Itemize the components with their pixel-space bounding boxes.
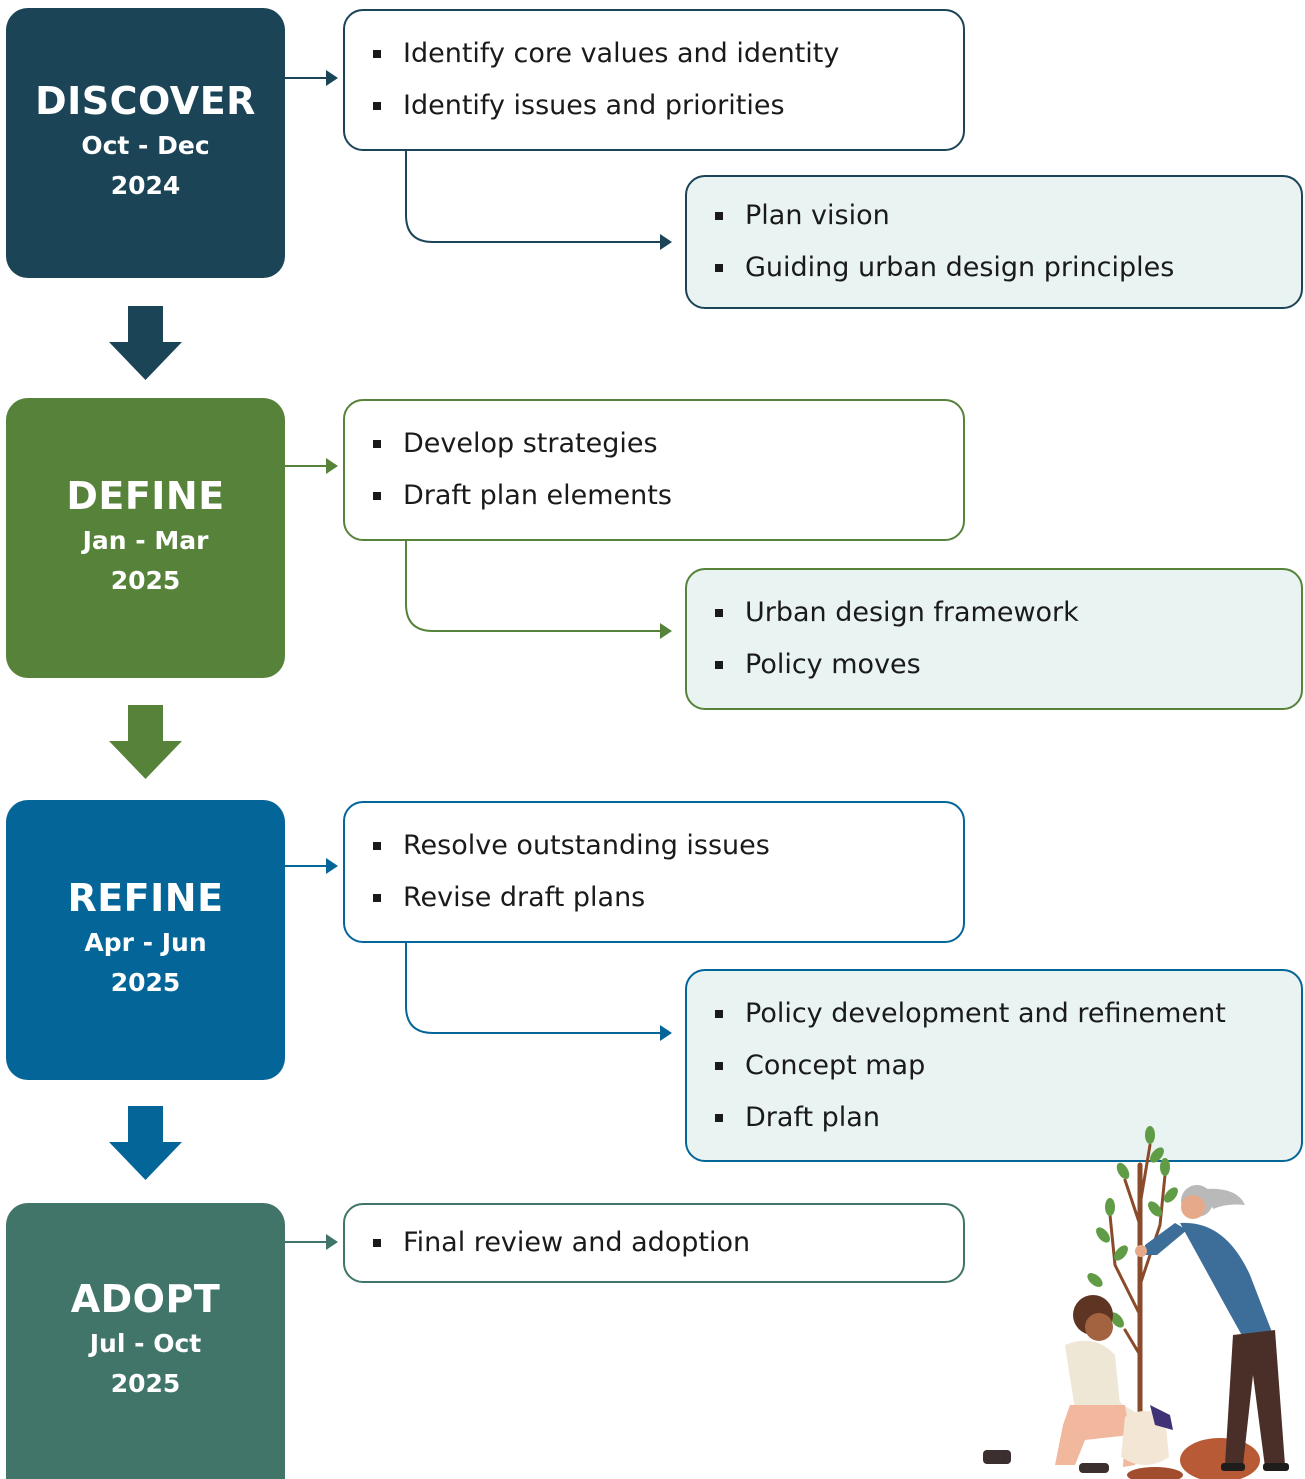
phase-year: 2025 bbox=[110, 967, 181, 997]
phase-dates: Jan - Mar bbox=[82, 525, 209, 555]
phase-dates: Oct - Dec bbox=[81, 130, 210, 160]
discover-outputs-box: Plan vision Guiding urban design princip… bbox=[685, 175, 1303, 309]
adopt-activities-box: Final review and adoption bbox=[343, 1203, 965, 1283]
down-arrow-define-refine bbox=[109, 705, 182, 779]
define-arrowhead-output bbox=[660, 623, 672, 639]
phase-define: DEFINE Jan - Mar 2025 bbox=[6, 398, 285, 678]
list-item: Identify issues and priorities bbox=[373, 80, 943, 132]
phase-year: 2024 bbox=[110, 170, 181, 200]
phase-dates: Apr - Jun bbox=[84, 927, 207, 957]
list-item: Draft plan elements bbox=[373, 470, 943, 522]
phase-name: DISCOVER bbox=[35, 79, 256, 124]
discover-arrowhead-output bbox=[660, 234, 672, 250]
refine-arrowhead-right bbox=[326, 858, 338, 874]
adopt-arrowhead-right bbox=[326, 1234, 338, 1250]
phase-year: 2025 bbox=[110, 1368, 181, 1398]
list-item: Develop strategies bbox=[373, 418, 943, 470]
phase-name: REFINE bbox=[67, 876, 224, 921]
refine-activities-box: Resolve outstanding issues Revise draft … bbox=[343, 801, 965, 943]
list-item: Policy development and refinement bbox=[715, 988, 1281, 1040]
list-item: Guiding urban design principles bbox=[715, 242, 1281, 294]
down-arrow-discover-define bbox=[109, 306, 182, 380]
phase-name: ADOPT bbox=[70, 1277, 221, 1322]
list-item: Draft plan bbox=[715, 1092, 1281, 1144]
phase-refine: REFINE Apr - Jun 2025 bbox=[6, 800, 285, 1080]
list-item: Policy moves bbox=[715, 639, 1281, 691]
discover-arrowhead-right bbox=[326, 70, 338, 86]
phase-adopt: ADOPT Jul - Oct 2025 bbox=[6, 1203, 285, 1479]
list-item: Concept map bbox=[715, 1040, 1281, 1092]
define-activities-box: Develop strategies Draft plan elements bbox=[343, 399, 965, 541]
list-item: Final review and adoption bbox=[373, 1217, 943, 1269]
people-planting-tree-illustration bbox=[983, 1126, 1289, 1479]
list-item: Identify core values and identity bbox=[373, 28, 943, 80]
phase-name: DEFINE bbox=[66, 474, 225, 519]
down-arrow-refine-adopt bbox=[109, 1106, 182, 1180]
phase-discover: DISCOVER Oct - Dec 2024 bbox=[6, 8, 285, 278]
list-item: Revise draft plans bbox=[373, 872, 943, 924]
phase-dates: Jul - Oct bbox=[89, 1328, 202, 1358]
define-outputs-box: Urban design framework Policy moves bbox=[685, 568, 1303, 710]
discover-activities-box: Identify core values and identity Identi… bbox=[343, 9, 965, 151]
list-item: Plan vision bbox=[715, 190, 1281, 242]
phase-year: 2025 bbox=[110, 565, 181, 595]
refine-outputs-box: Policy development and refinement Concep… bbox=[685, 969, 1303, 1162]
list-item: Resolve outstanding issues bbox=[373, 820, 943, 872]
list-item: Urban design framework bbox=[715, 587, 1281, 639]
refine-arrowhead-output bbox=[660, 1025, 672, 1041]
define-arrowhead-right bbox=[326, 458, 338, 474]
